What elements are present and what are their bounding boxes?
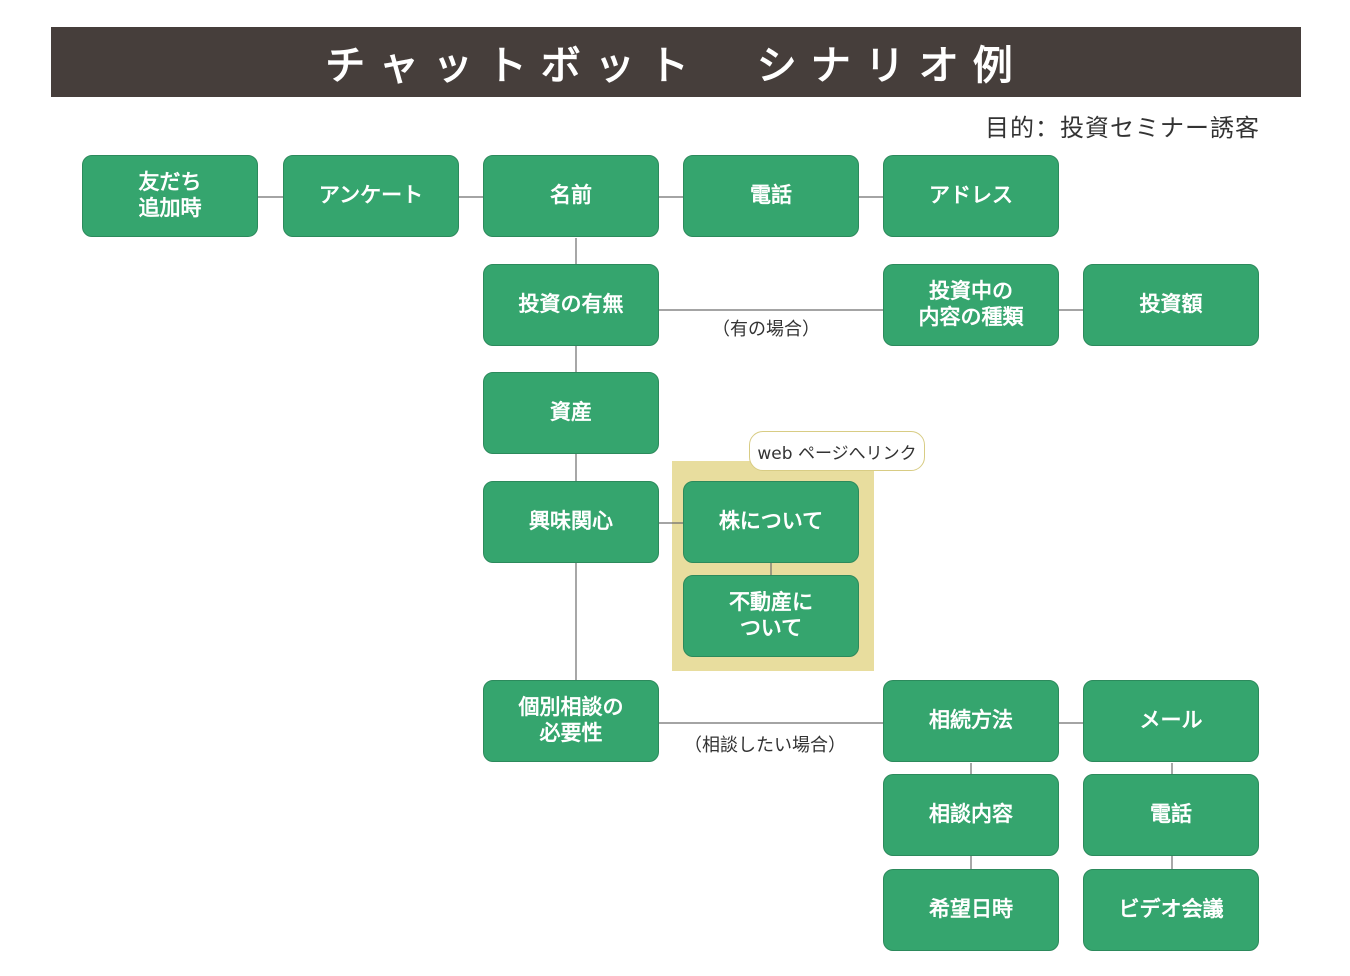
- branch-label-if-investing: （有の場合）: [712, 319, 820, 340]
- node-preferred-datetime[interactable]: 希望日時: [883, 869, 1059, 951]
- node-video-meeting[interactable]: ビデオ会議: [1083, 869, 1259, 951]
- node-contact-method[interactable]: 相続方法: [883, 680, 1059, 762]
- node-about-real-estate[interactable]: 不動産に ついて: [683, 575, 859, 657]
- node-consult-need[interactable]: 個別相談の 必要性: [483, 680, 659, 762]
- node-about-stocks[interactable]: 株について: [683, 481, 859, 563]
- node-phone[interactable]: 電話: [683, 155, 859, 237]
- web-link-callout: web ページへリンク: [749, 431, 925, 471]
- node-invest-types[interactable]: 投資中の 内容の種類: [883, 264, 1059, 346]
- node-phone-2[interactable]: 電話: [1083, 774, 1259, 856]
- node-address[interactable]: アドレス: [883, 155, 1059, 237]
- node-investing[interactable]: 投資の有無: [483, 264, 659, 346]
- node-invest-amount[interactable]: 投資額: [1083, 264, 1259, 346]
- node-name[interactable]: 名前: [483, 155, 659, 237]
- node-friend-added[interactable]: 友だち 追加時: [82, 155, 258, 237]
- node-assets[interactable]: 資産: [483, 372, 659, 454]
- node-consult-content[interactable]: 相談内容: [883, 774, 1059, 856]
- branch-label-if-consult: （相談したい場合）: [684, 735, 846, 756]
- node-survey[interactable]: アンケート: [283, 155, 459, 237]
- purpose-text: 目的：投資セミナー誘客: [985, 114, 1260, 142]
- node-interests[interactable]: 興味関心: [483, 481, 659, 563]
- page-title: チャットボット シナリオ例: [51, 27, 1301, 97]
- node-mail[interactable]: メール: [1083, 680, 1259, 762]
